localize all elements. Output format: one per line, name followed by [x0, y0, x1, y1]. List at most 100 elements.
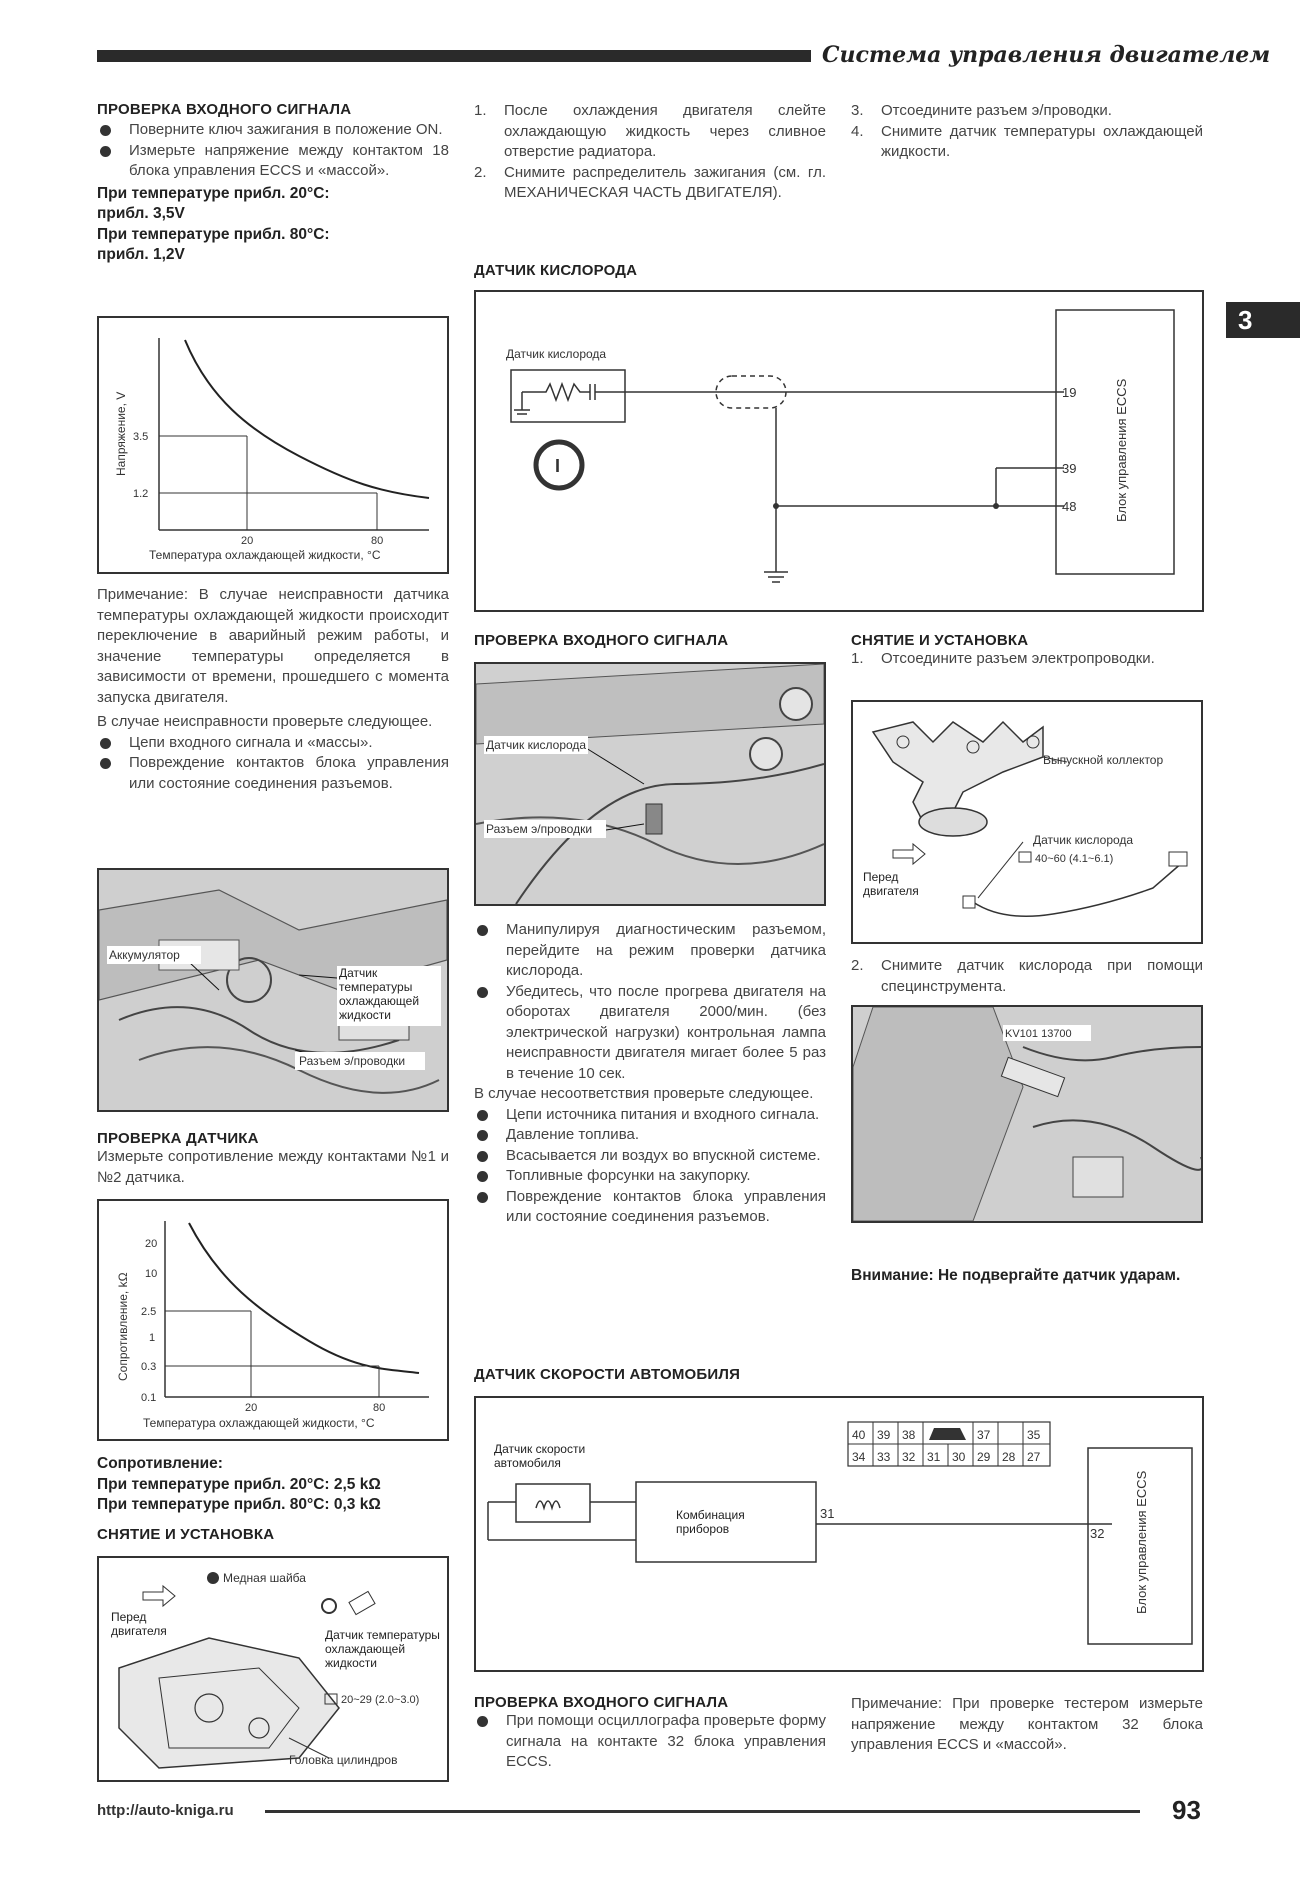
- pin-label: 40: [852, 1428, 866, 1442]
- coolant-sensor-label: Датчик температуры охлаждающей жидкости: [339, 966, 420, 1022]
- coolant-sensor-label: Датчик температуры охлаждающей жидкости: [325, 1628, 440, 1670]
- pin-label: 33: [877, 1450, 891, 1464]
- y-axis-label: Сопротивление, kΩ: [116, 1272, 130, 1381]
- engine-bay-photo: Аккумулятор Датчик температуры охлаждающ…: [97, 868, 449, 1112]
- page-number: 93: [1172, 1795, 1201, 1825]
- y-tick: 10: [145, 1268, 157, 1280]
- list-item: Давление топлива.: [474, 1125, 826, 1146]
- x-tick: 80: [373, 1402, 385, 1414]
- pin-label: 35: [1027, 1428, 1041, 1442]
- y-axis-label: Напряжение, V: [114, 392, 128, 476]
- x-tick: 80: [371, 535, 383, 547]
- col3-step2: 2.Снимите датчик кислорода при помощи сп…: [851, 956, 1203, 997]
- pin-label: 27: [1027, 1450, 1041, 1464]
- list-item: 4.Снимите датчик температуры охлаждающей…: [851, 122, 1203, 163]
- oxygen-sensor-label: Датчик кислорода: [486, 738, 586, 752]
- step-number: 1.: [851, 650, 864, 667]
- step-number: 4.: [851, 122, 864, 140]
- ecu-connector: 40 39 38 37 35 34 33 32 31 30 29 28 27: [847, 1421, 1051, 1467]
- section-heading: СНЯТИЕ И УСТАНОВКА: [851, 632, 1029, 649]
- numbered-list: 3.Отсоедините разъем э/проводки. 4.Сними…: [851, 101, 1203, 163]
- col1-resistance: Сопротивление: При температуре прибл. 20…: [97, 1454, 449, 1543]
- oxygen-sensor-photo: Датчик кислорода Разъем э/проводки: [474, 662, 826, 906]
- paragraph: Измерьте сопротивление между контактами …: [97, 1148, 449, 1186]
- section-heading: ДАТЧИК СКОРОСТИ АВТОМОБИЛЯ: [474, 1366, 741, 1383]
- resistance-chart: 20 10 2.5 1 0.3 0.1 20 80 Температура ох…: [97, 1199, 449, 1441]
- col1-sensor-check: ПРОВЕРКА ДАТЧИКА Измерьте сопротивление …: [97, 1130, 449, 1188]
- section-heading: ПРОВЕРКА ДАТЧИКА: [97, 1130, 259, 1147]
- pin-32: 32: [1090, 1526, 1104, 1541]
- y-tick: 1.2: [133, 488, 148, 500]
- pin-label: 38: [902, 1428, 916, 1442]
- step-text: Отсоедините разъем э/проводки.: [881, 102, 1112, 119]
- col2-steps: 1. После охлаждения двигателя слейте охла…: [474, 101, 826, 204]
- x-axis-label: Температура охлаждающей жидкости, °С: [149, 548, 381, 562]
- col1-input-signal: ПРОВЕРКА ВХОДНОГО СИГНАЛА Поверните ключ…: [97, 101, 449, 266]
- y-tick: 0.3: [141, 1361, 156, 1373]
- numbered-list: 1. После охлаждения двигателя слейте охла…: [474, 101, 826, 204]
- resistance-title: Сопротивление:: [97, 1455, 223, 1472]
- resistance-line: При температуре прибл. 20°С: 2,5 kΩ: [97, 1475, 381, 1493]
- col3-steps: 3.Отсоедините разъем э/проводки. 4.Сними…: [851, 101, 1203, 163]
- svg-text:×: ×: [209, 1574, 214, 1584]
- instrument-cluster-label: Комбинация приборов: [676, 1508, 745, 1536]
- col3-note: Примечание: При проверке тестером измерь…: [851, 1695, 1203, 1753]
- pin-31: 31: [820, 1506, 834, 1521]
- pin-label: 32: [902, 1450, 916, 1464]
- list-item: Убедитесь, что после прогрева двигателя …: [474, 982, 826, 1085]
- pin-label: 28: [1002, 1450, 1016, 1464]
- step-number: 1.: [474, 102, 487, 119]
- pin-label: 29: [977, 1450, 991, 1464]
- resistance-line: При температуре прибл. 80°С: 0,3 kΩ: [97, 1496, 381, 1513]
- list-item: 3.Отсоедините разъем э/проводки.: [851, 101, 1203, 122]
- bullet-list: Поверните ключ зажигания в положение ON.…: [97, 120, 449, 182]
- step-text: Снимите распределитель зажигания (см. гл…: [504, 163, 826, 202]
- exhaust-manifold-figure: Выпускной коллектор Перед двигателя Датч…: [851, 700, 1203, 944]
- col2-checks: Манипулируя диагностическим разъемом, пе…: [474, 920, 826, 1228]
- note-text: Примечание: В случае неисправности датчи…: [97, 586, 449, 706]
- pin-label: 31: [927, 1450, 941, 1464]
- engine-front-label: Перед двигателя: [111, 1610, 167, 1638]
- oxygen-sensor-label: Датчик кислорода: [1033, 833, 1133, 847]
- engine-front-label: Перед двигателя: [863, 870, 919, 898]
- x-tick: 20: [245, 1402, 257, 1414]
- y-tick: 1: [149, 1332, 155, 1344]
- y-tick: 3.5: [133, 431, 148, 443]
- spec-value: прибл. 1,2V: [97, 246, 185, 263]
- connector-label: Разъем э/проводки: [486, 822, 592, 836]
- y-tick: 20: [145, 1238, 157, 1250]
- list-item: При помощи осциллографа проверьте форму …: [474, 1711, 826, 1773]
- header-rule: [97, 50, 811, 62]
- speed-sensor-wiring-diagram: Датчик скорости автомобиля Комбинация пр…: [474, 1396, 1204, 1672]
- spec-line: При температуре прибл. 80°С:: [97, 225, 330, 243]
- x-tick: 20: [241, 535, 253, 547]
- section-heading: СНЯТИЕ И УСТАНОВКА: [97, 1525, 275, 1543]
- ecu-label: Блок управления ECCS: [1114, 378, 1129, 522]
- speed-sensor-label: Датчик скорости автомобиля: [494, 1442, 586, 1470]
- ecu-label: Блок управления ECCS: [1134, 1470, 1149, 1614]
- list-item: 2.Снимите распределитель зажигания (см. …: [474, 163, 826, 204]
- spec-value: прибл. 3,5V: [97, 205, 185, 222]
- chapter-tab: 3: [1226, 302, 1300, 338]
- pin-label: 30: [952, 1450, 966, 1464]
- col3-removal: СНЯТИЕ И УСТАНОВКА 1.Отсоедините разъем …: [851, 632, 1203, 670]
- section-heading: ПРОВЕРКА ВХОДНОГО СИГНАЛА: [474, 632, 729, 649]
- list-item: Измерьте напряжение между контактом 18 б…: [97, 141, 449, 182]
- check-intro: В случае неисправности проверьте следующ…: [97, 713, 433, 730]
- torque-spec: 20~29 (2.0~3.0): [341, 1694, 419, 1706]
- list-item: 2.Снимите датчик кислорода при помощи сп…: [851, 956, 1203, 997]
- y-tick: 2.5: [141, 1306, 156, 1318]
- footer-url: http://auto-kniga.ru: [97, 1802, 234, 1819]
- list-item: Манипулируя диагностическим разъемом, пе…: [474, 920, 826, 982]
- step-text: После охлаждения двигателя слейте охлажд…: [504, 102, 826, 160]
- col2-input-signal: ПРОВЕРКА ВХОДНОГО СИГНАЛА При помощи осц…: [474, 1694, 826, 1773]
- list-item: Топливные форсунки на закупорку.: [474, 1166, 826, 1187]
- footer-rule: [265, 1810, 1140, 1813]
- bullet-list: Цепи входного сигнала и «массы». Поврежд…: [97, 733, 449, 795]
- page-header-title: Система управления двигателем: [822, 42, 1271, 68]
- cylinder-head-label: Головка цилиндров: [289, 1753, 397, 1767]
- pin-39: 39: [1062, 461, 1076, 476]
- list-item: 1.Отсоедините разъем электропроводки.: [851, 649, 1203, 670]
- pin-label: 37: [977, 1428, 991, 1442]
- section-heading: ДАТЧИК КИСЛОРОДА: [474, 262, 638, 279]
